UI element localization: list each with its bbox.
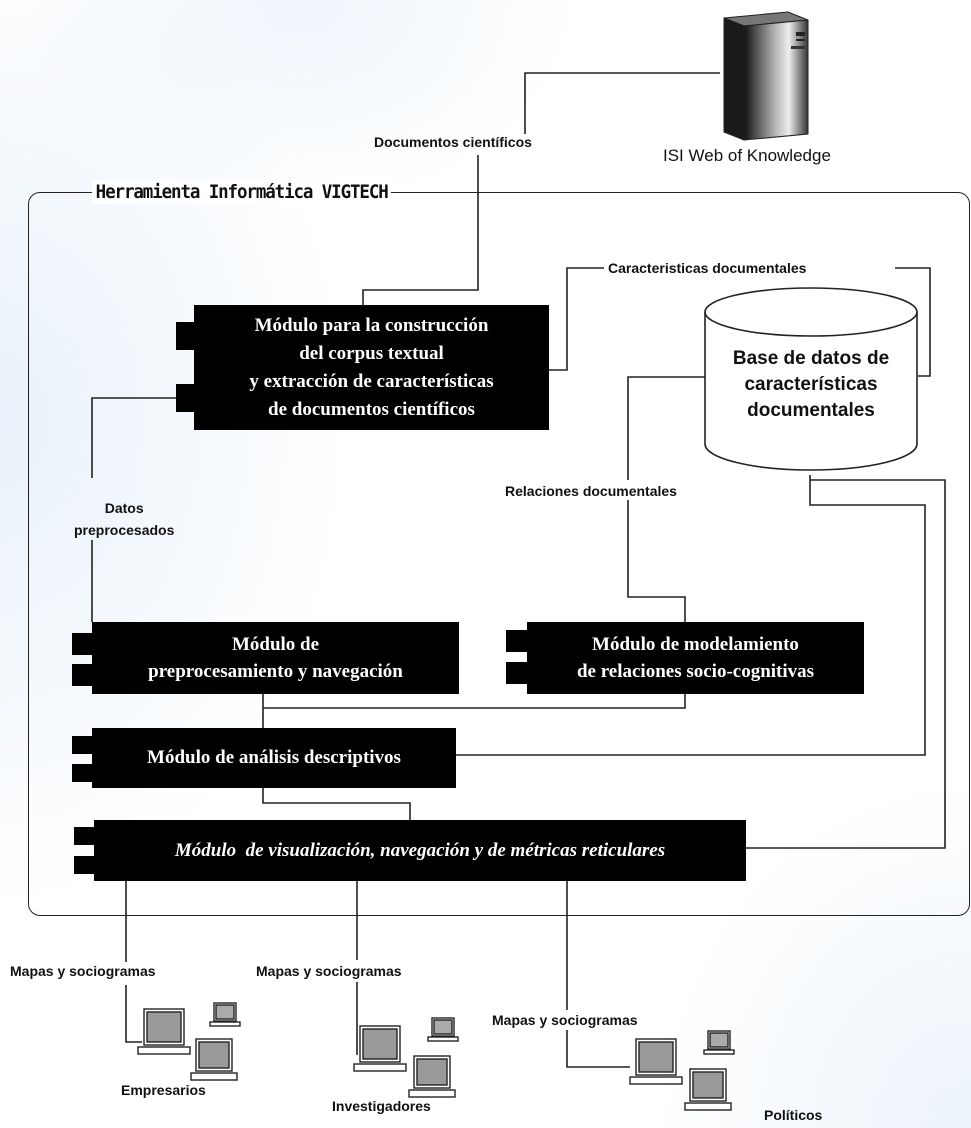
module-preprocesamiento: Módulo de preprocesamiento y navegación	[92, 622, 459, 694]
module-tab	[74, 827, 98, 845]
line-analisis-to-visual	[262, 788, 411, 820]
edge-label-caracteristicas: Caracteristicas documentales	[606, 259, 809, 277]
line-documentos-to-corpus	[362, 155, 479, 305]
module-tab	[72, 736, 96, 754]
user-label-politicos: Políticos	[764, 1107, 823, 1123]
edge-label-mapas-empresarios: Mapas y sociogramas	[8, 962, 158, 980]
module-tab	[72, 664, 96, 686]
computer-cluster-icon	[137, 1002, 241, 1081]
module-corpus-label: Módulo para la construcción del corpus t…	[249, 314, 494, 420]
module-tab	[176, 322, 198, 350]
server-label: ISI Web of Knowledge	[663, 146, 831, 165]
line-server-to-corpus	[524, 72, 720, 134]
line-relaciones-to-modelado	[627, 500, 686, 622]
line-db-to-relaciones	[627, 376, 705, 480]
database-label: Base de datos de características documen…	[732, 348, 890, 421]
database-cylinder-icon	[704, 287, 918, 471]
module-visualizacion-label: Módulo de visualización, navegación y de…	[174, 839, 666, 861]
vigtech-frame	[28, 192, 970, 916]
line-db-to-analisis	[456, 475, 926, 756]
module-tab	[72, 764, 96, 782]
line-modelado-to-preproc	[263, 693, 686, 709]
computer-cluster-icon	[629, 1030, 735, 1111]
line-corpus-to-datos	[91, 397, 194, 478]
computer-cluster-icon	[353, 1017, 459, 1098]
edge-label-datos: Datos preprocesados	[74, 500, 175, 538]
module-corpus: Módulo para la construcción del corpus t…	[194, 305, 549, 430]
module-visualizacion: Módulo de visualización, navegación y de…	[94, 820, 746, 881]
module-tab	[506, 630, 530, 652]
server-tower-icon	[723, 11, 809, 141]
user-label-empresarios: Empresarios	[121, 1082, 206, 1098]
line-corpus-to-db	[549, 267, 604, 371]
module-tab	[506, 662, 530, 684]
module-modelamiento: Módulo de modelamiento de relaciones soc…	[527, 622, 864, 694]
frame-title: Herramienta Informática VIGTECH	[92, 180, 392, 204]
module-analisis-label: Módulo de análisis descriptivos	[147, 747, 401, 768]
module-tab	[176, 384, 198, 412]
line-caracteristicas-to-db	[895, 267, 931, 377]
edge-label-documentos: Documentos científicos	[374, 134, 532, 150]
module-analisis: Módulo de análisis descriptivos	[92, 728, 456, 788]
module-tab	[72, 633, 96, 655]
user-label-investigadores: Investigadores	[332, 1098, 431, 1114]
module-preprocesamiento-label: Módulo de preprocesamiento y navegación	[148, 634, 403, 682]
module-modelamiento-label: Módulo de modelamiento de relaciones soc…	[576, 634, 815, 682]
line-db-to-visual	[745, 479, 946, 849]
edge-label-mapas-politicos: Mapas y sociogramas	[490, 1011, 640, 1029]
line-mapas1-to-empresarios	[125, 985, 142, 1043]
edge-label-relaciones: Relaciones documentales	[503, 482, 679, 500]
line-mapas3-to-politicos	[566, 1030, 630, 1068]
module-tab	[74, 856, 98, 874]
edge-label-mapas-investigadores: Mapas y sociogramas	[254, 962, 404, 980]
